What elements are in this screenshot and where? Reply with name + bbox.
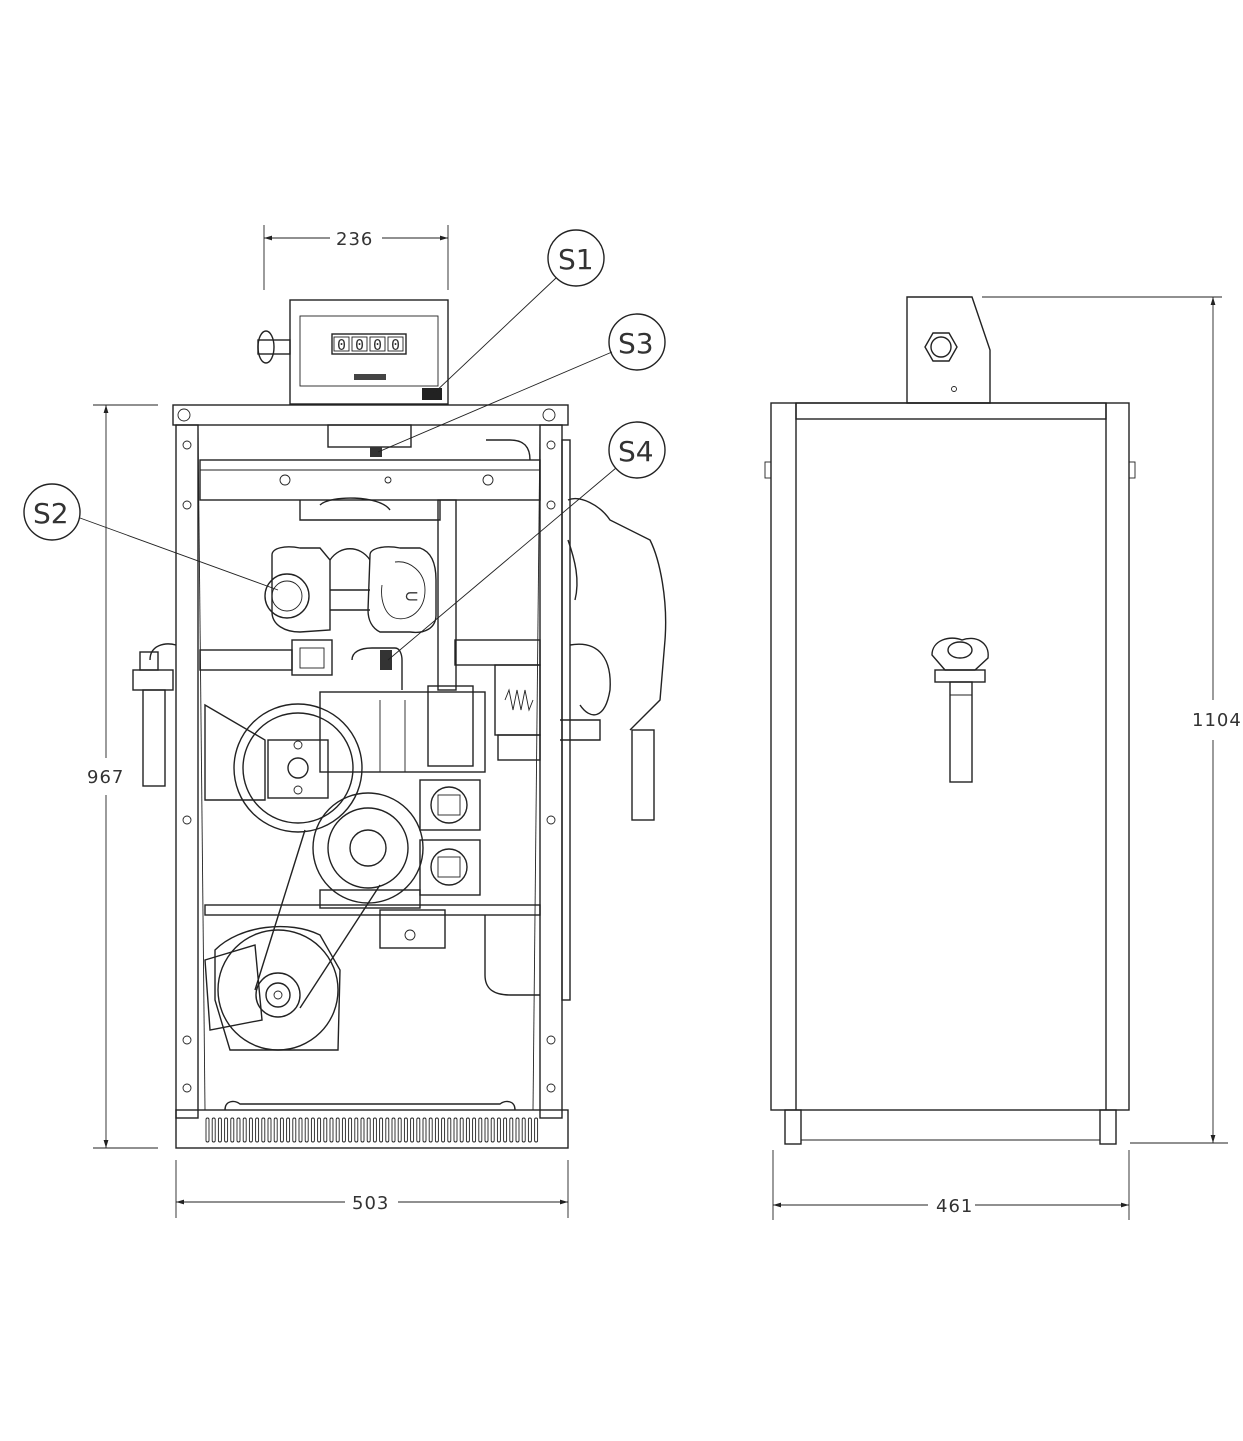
grille-slot	[304, 1117, 309, 1143]
callout-label: S3	[618, 327, 654, 360]
grille-slot	[211, 1117, 216, 1143]
grille-slot	[372, 1117, 377, 1143]
dimension-label: 461	[936, 1196, 973, 1217]
base-grille	[205, 1117, 539, 1143]
grille-slot	[354, 1117, 359, 1143]
grille-slot	[416, 1117, 421, 1143]
grille-slot	[255, 1117, 260, 1143]
grille-slot	[310, 1117, 315, 1143]
counter-digit: 0	[391, 336, 400, 354]
nozzle	[560, 498, 667, 821]
grille-slot	[205, 1117, 210, 1143]
grille-slot	[385, 1117, 390, 1143]
grille-slot	[453, 1117, 458, 1143]
hex-nut	[924, 332, 958, 362]
grille-slot	[391, 1117, 396, 1143]
side-hose-connector	[931, 637, 989, 783]
counter-digit: 0	[355, 336, 364, 354]
grille-slot	[534, 1117, 539, 1143]
grille-slot	[317, 1117, 322, 1143]
grille-slot	[323, 1117, 328, 1143]
callout-s3: S3	[377, 313, 666, 453]
grille-slot	[366, 1117, 371, 1143]
counter-digit: 0	[337, 336, 346, 354]
callout-s1: S1	[431, 229, 605, 396]
grille-slot	[261, 1117, 266, 1143]
grille-slot	[248, 1117, 253, 1143]
grille-slot	[341, 1117, 346, 1143]
grille-slot	[441, 1117, 446, 1143]
meter-head: 0 0 0 0	[257, 299, 449, 405]
callout-label: S4	[618, 435, 654, 468]
grille-slot	[515, 1117, 520, 1143]
grille-slot	[484, 1117, 489, 1143]
grille-slot	[496, 1117, 501, 1143]
dimension-front-width: 503	[175, 1160, 569, 1218]
grille-slot	[503, 1117, 508, 1143]
grille-slot	[279, 1117, 284, 1143]
pump-unit: ⊂	[264, 497, 441, 690]
grille-slot	[447, 1117, 452, 1143]
grille-slot	[478, 1117, 483, 1143]
dimension-label: 236	[336, 229, 373, 250]
callout-s2: S2	[23, 483, 279, 591]
hose-connector	[132, 643, 177, 787]
grille-slot	[465, 1117, 470, 1143]
dimension-label: 967	[87, 767, 124, 788]
grille-slot	[521, 1117, 526, 1143]
callout-s4: S4	[387, 421, 666, 661]
grille-slot	[217, 1117, 222, 1143]
grille-slot	[472, 1117, 477, 1143]
grille-slot	[428, 1117, 433, 1143]
grille-slot	[335, 1117, 340, 1143]
grille-slot	[273, 1117, 278, 1143]
svg-text:⊂: ⊂	[404, 586, 420, 607]
grille-slot	[403, 1117, 408, 1143]
grille-slot	[379, 1117, 384, 1143]
side-view: 1104 461	[764, 296, 1242, 1220]
grille-slot	[329, 1117, 334, 1143]
dimension-meter-width: 236	[263, 225, 449, 290]
dimension-label: 1104	[1192, 710, 1242, 731]
grille-slot	[267, 1117, 272, 1143]
grille-slot	[298, 1117, 303, 1143]
dimension-side-height: 1104	[982, 296, 1242, 1144]
grille-slot	[286, 1117, 291, 1143]
front-view: 0 0 0 0	[23, 225, 667, 1218]
dimension-side-width: 461	[772, 1150, 1130, 1220]
grille-slot	[224, 1117, 229, 1143]
dimension-label: 503	[352, 1193, 389, 1214]
meter-counter: 0 0 0 0	[333, 336, 404, 354]
grille-slot	[422, 1117, 427, 1143]
grille-slot	[230, 1117, 235, 1143]
grille-slot	[360, 1117, 365, 1143]
callout-label: S2	[33, 497, 69, 530]
grille-slot	[348, 1117, 353, 1143]
grille-slot	[236, 1117, 241, 1143]
counter-digit: 0	[373, 336, 382, 354]
grille-slot	[242, 1117, 247, 1143]
grille-slot	[397, 1117, 402, 1143]
dimension-front-height: 967	[87, 404, 158, 1149]
grille-slot	[459, 1117, 464, 1143]
grille-slot	[434, 1117, 439, 1143]
grille-slot	[490, 1117, 495, 1143]
grille-slot	[410, 1117, 415, 1143]
drive-pulley	[233, 703, 363, 833]
grille-slot	[509, 1117, 514, 1143]
grille-slot	[527, 1117, 532, 1143]
callout-label: S1	[558, 243, 594, 276]
grille-slot	[292, 1117, 297, 1143]
